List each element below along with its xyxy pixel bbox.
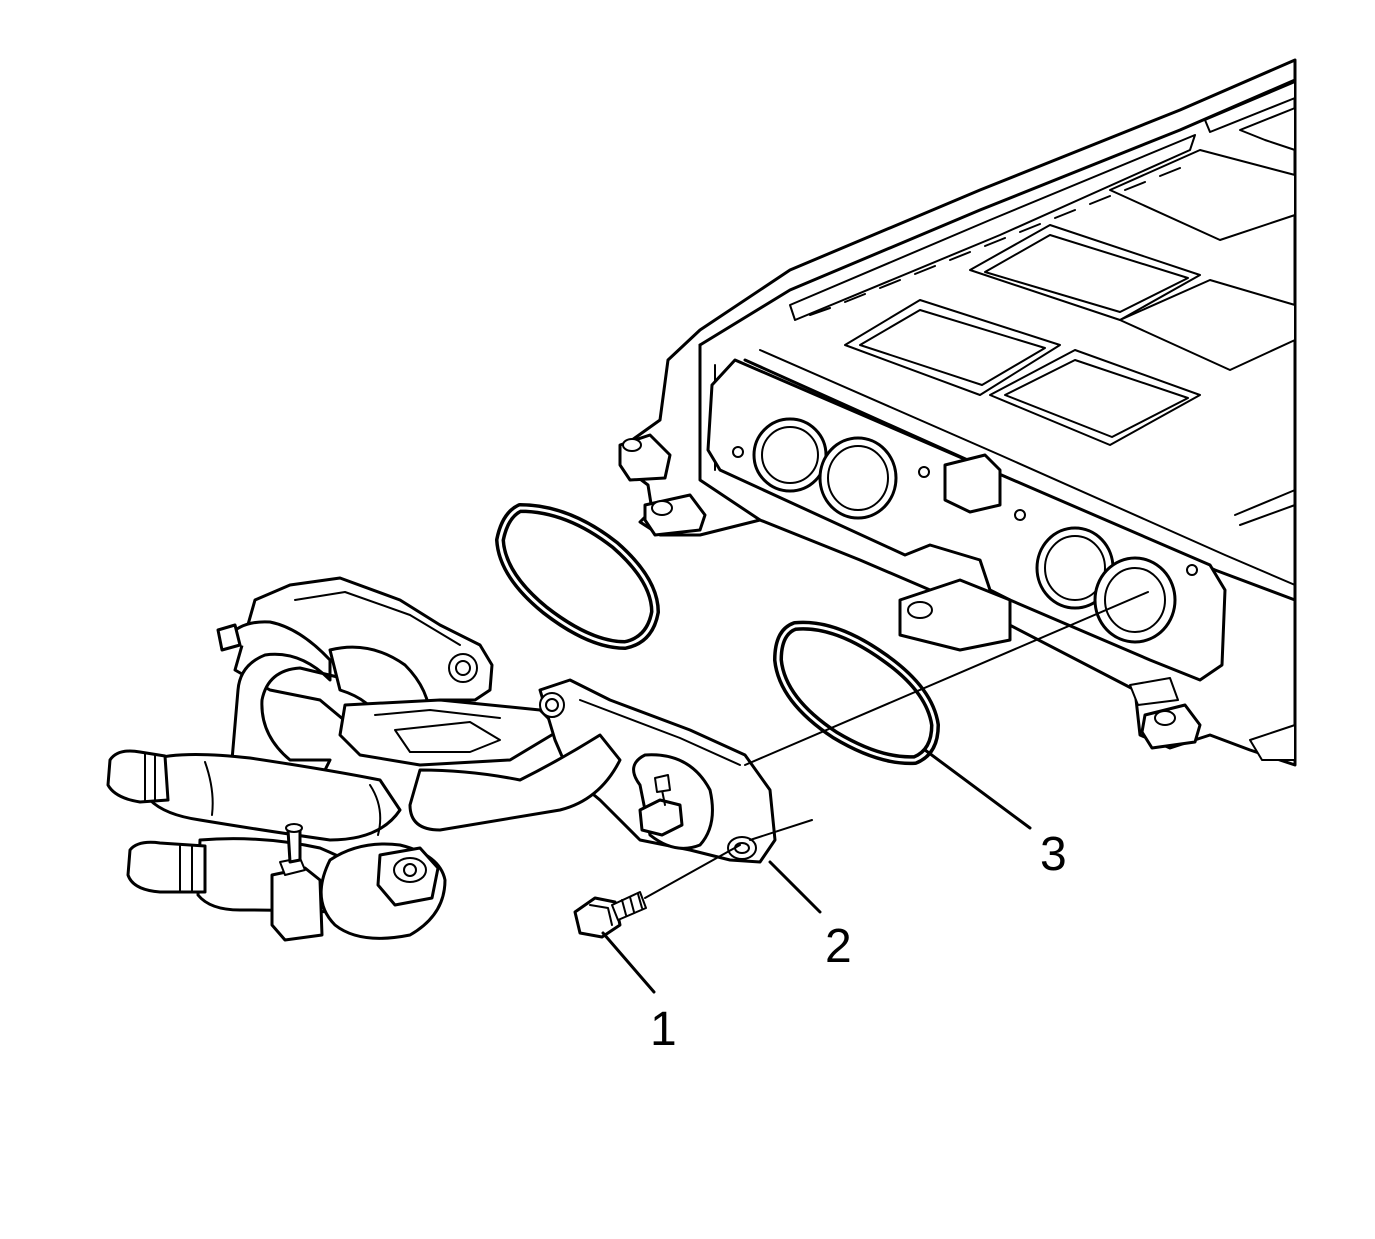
alignment-lines: [644, 591, 1149, 899]
callout-1: 1: [650, 1003, 677, 1056]
seal-upper: [495, 503, 660, 650]
seal-lower: [773, 620, 940, 766]
callout-leaders: [601, 748, 1032, 994]
bolt: [573, 891, 647, 939]
coolant-manifold: [106, 576, 777, 942]
leader-2: [768, 860, 822, 914]
callout-2: 2: [825, 920, 852, 973]
leader-3: [923, 748, 1032, 830]
leader-1: [601, 931, 656, 994]
supercharger-housing: [618, 58, 1297, 767]
callout-3: 3: [1040, 828, 1067, 881]
